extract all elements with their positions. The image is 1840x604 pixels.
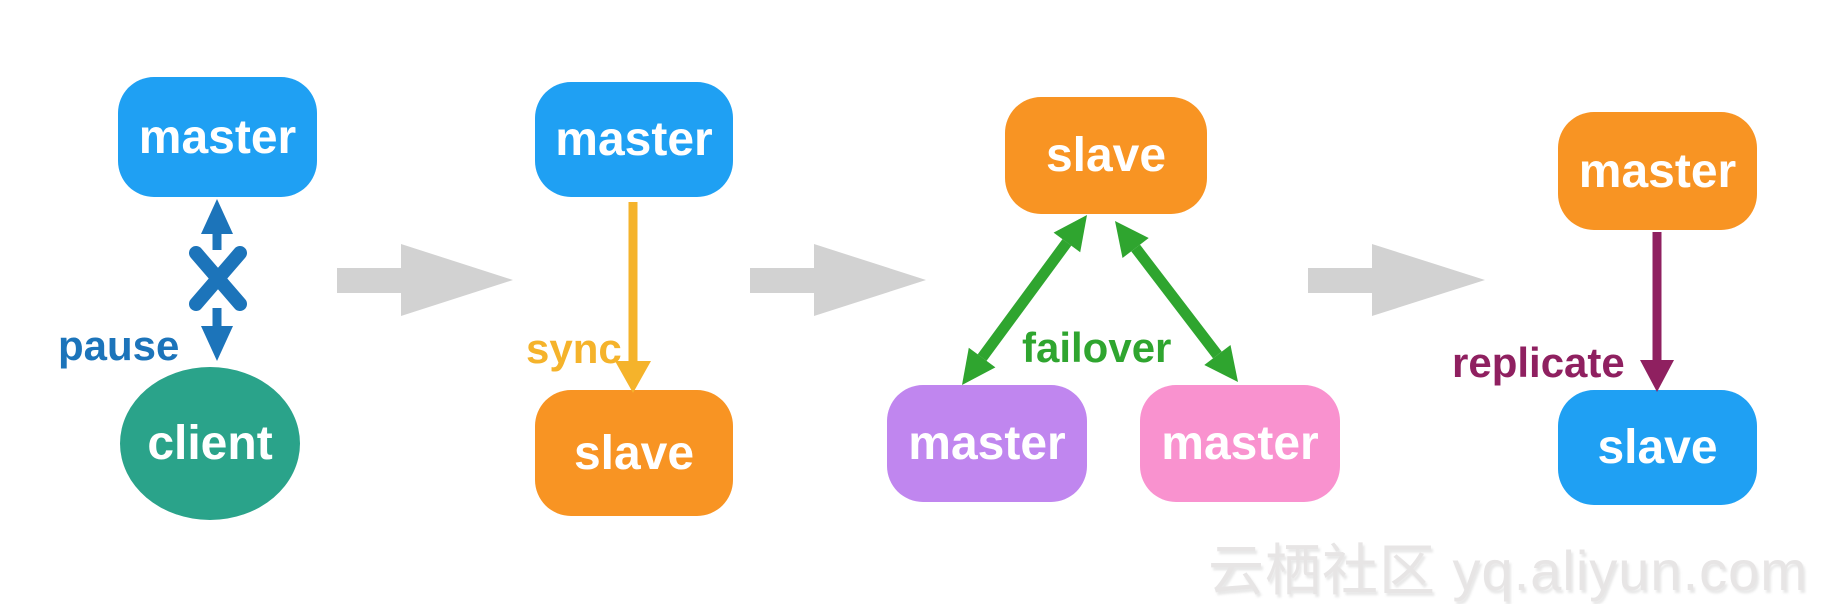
node-label: master (1578, 144, 1737, 198)
stage1-master-node: master (118, 77, 317, 197)
stage-transition-arrow-2 (750, 244, 926, 316)
node-label: master (555, 113, 713, 166)
pause-label: pause (58, 322, 180, 369)
pause-arrow (189, 199, 247, 361)
stage3-slave-node: slave (1005, 97, 1207, 214)
stage3-master-right-node: master (1140, 385, 1340, 502)
stage-transition-arrow-1 (337, 244, 513, 316)
watermark: 云栖社区 yq.aliyun.com (1208, 539, 1808, 602)
node-label: slave (573, 426, 695, 480)
x-mark-icon (189, 246, 247, 311)
stage4-slave-node: slave (1558, 390, 1757, 505)
node-label: master (138, 110, 297, 164)
stage1-client-node: client (120, 367, 300, 520)
stage3-master-left-node: master (887, 385, 1087, 502)
stage2-master-node: master (535, 82, 733, 197)
stage-transition-arrow-3 (1308, 244, 1485, 316)
stage2-slave-node: slave (535, 390, 733, 516)
stage4-master-node: master (1558, 112, 1757, 230)
replicate-arrow (1640, 232, 1674, 392)
node-label: slave (1597, 421, 1718, 474)
sync-label: sync (526, 325, 622, 372)
node-label: master (1161, 417, 1319, 470)
replicate-label: replicate (1452, 339, 1625, 386)
node-label: client (147, 417, 273, 470)
node-label: slave (1045, 129, 1167, 182)
failover-label: failover (1022, 324, 1172, 371)
node-label: master (908, 417, 1066, 470)
